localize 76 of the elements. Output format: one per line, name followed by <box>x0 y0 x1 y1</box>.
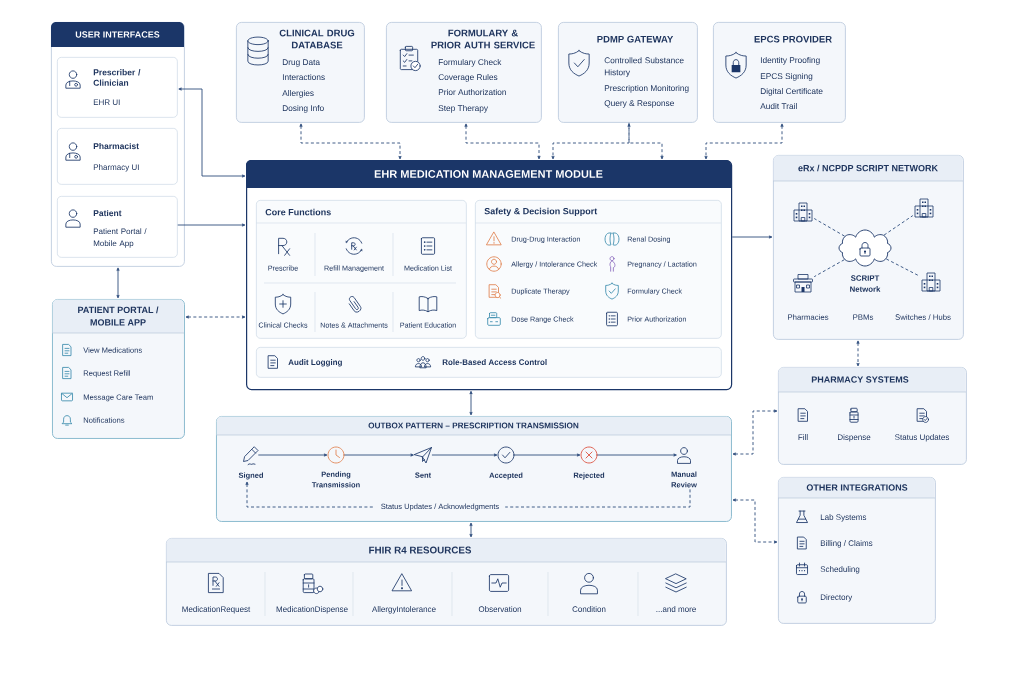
arrow <box>177 223 246 227</box>
arrow <box>257 453 328 457</box>
header-bar: PHARMACY SYSTEMS <box>777 367 967 393</box>
list-item: Interactions <box>282 74 325 81</box>
arrow <box>513 453 581 457</box>
item-label: MedicationDispense <box>276 606 348 614</box>
list-item: Coverage Rules <box>438 74 498 82</box>
list-item: EPCS Signing <box>760 73 813 81</box>
list-item: Prior Authorization <box>438 89 506 96</box>
building-icon <box>793 202 813 222</box>
list-item: Drug Data <box>282 59 320 67</box>
double-arrow <box>732 409 778 456</box>
header-bar: FHIR R4 RESOURCES <box>165 538 727 563</box>
role-subtitle: Patient Portal / Mobile App <box>93 228 147 248</box>
connector-line <box>885 258 921 277</box>
header-bar: eRx / NCPDP SCRIPT NETWORK <box>772 155 964 182</box>
double-arrow <box>469 390 473 416</box>
item-label: Fill <box>798 434 808 440</box>
arrow <box>343 453 414 457</box>
list-item: Billing / Claims <box>820 540 873 548</box>
bar-label: Audit Logging <box>288 359 342 367</box>
list-item: Digital Certificate <box>760 88 823 96</box>
role-title: Patient <box>93 209 122 217</box>
store-icon <box>793 274 813 293</box>
list-item: Scheduling <box>820 566 860 574</box>
double-arrow <box>856 340 860 367</box>
item-label: Status Updates <box>895 434 950 442</box>
list-item: Prescription Monitoring <box>604 85 689 93</box>
list-item: Identity Proofing <box>761 57 820 65</box>
list-item: Audit Trail <box>760 103 797 110</box>
section-title: Safety & Decision Support <box>484 207 598 217</box>
panel-title: PDMP GATEWAY <box>597 35 674 43</box>
role-title: Prescriber / Clinician <box>93 69 141 86</box>
double-arrow <box>551 123 631 160</box>
panel-title: EPCS PROVIDER <box>754 35 832 43</box>
role-subtitle: EHR UI <box>93 99 120 105</box>
building-icon <box>914 198 934 218</box>
list-item: Formulary Check <box>438 59 502 67</box>
double-arrow <box>178 87 246 178</box>
arrow <box>596 453 677 457</box>
double-arrow <box>299 123 402 160</box>
double-arrow <box>185 315 246 319</box>
header-bar: PATIENT PORTAL / MOBILE APP <box>51 299 185 334</box>
list-item: Directory <box>820 594 853 602</box>
list-item: Allergies <box>282 90 314 98</box>
header-bar: EHR MEDICATION MANAGEMENT MODULE <box>246 160 731 188</box>
connector-line <box>813 218 845 237</box>
list-item: Query & Response <box>604 100 674 108</box>
double-arrow <box>116 267 120 299</box>
panel-title: CLINICAL DRUG DATABASE <box>279 29 355 49</box>
role-subtitle: Pharmacy UI <box>93 164 139 172</box>
item-label: ...and more <box>656 606 696 612</box>
item-label: AllergyIntolerance <box>372 606 436 614</box>
header-bar: USER INTERFACES <box>51 22 184 47</box>
arrow <box>731 235 773 239</box>
item-label: Condition <box>572 606 606 612</box>
role-title: Pharmacist <box>93 142 139 150</box>
list-item: Dosing Info <box>282 105 324 113</box>
item-label: Observation <box>478 606 522 612</box>
connector-line <box>813 259 845 278</box>
list-item: Controlled Substance History <box>604 57 684 77</box>
panel-title: FORMULARY & PRIOR AUTH SERVICE <box>431 29 535 49</box>
bar-label: Role-Based Access Control <box>442 359 547 365</box>
arrow <box>628 122 664 160</box>
list-item: Step Therapy <box>438 105 488 113</box>
double-arrow <box>469 522 473 538</box>
double-arrow <box>704 123 784 160</box>
connector-line <box>883 215 914 236</box>
list-item: Lab Systems <box>820 514 867 522</box>
section-title: Core Functions <box>265 208 331 216</box>
item-label: MedicationRequest <box>182 606 251 614</box>
double-arrow <box>464 123 541 160</box>
building-icon <box>921 272 941 292</box>
arrow <box>431 453 498 457</box>
item-label: Dispense <box>838 434 871 442</box>
double-arrow <box>732 498 778 544</box>
